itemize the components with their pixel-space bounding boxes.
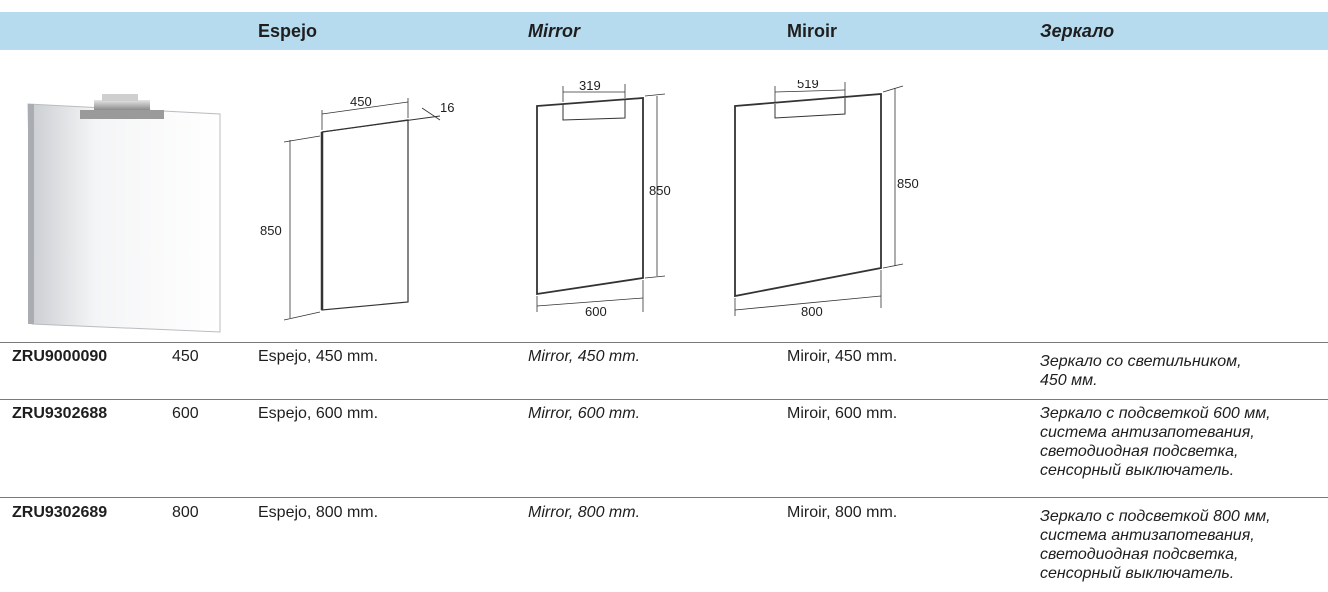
- desc-fr: Miroir, 800 mm.: [787, 504, 898, 521]
- desc-ru: Зеркало с подсветкой 600 мм, система ант…: [1040, 404, 1328, 480]
- desc-ru-line: Зеркало с подсветкой 800 мм,: [1040, 508, 1271, 525]
- dim-600-top: 319: [579, 80, 601, 93]
- dim-450-width: 450: [350, 94, 372, 109]
- header-fr: Miroir: [787, 21, 838, 41]
- desc-ru-line: Зеркало со светильником,: [1040, 353, 1242, 370]
- desc-en: Mirror, 800 mm.: [528, 504, 641, 521]
- desc-ru-line: 450 мм.: [1040, 372, 1098, 389]
- header-en: Mirror: [528, 21, 581, 41]
- dim-800-bottom: 800: [801, 304, 823, 319]
- product-code: ZRU9000090: [12, 348, 108, 365]
- table-header: Espejo Mirror Miroir Зеркало: [0, 12, 1328, 50]
- desc-ru-line: Зеркало с подсветкой 600 мм,: [1040, 405, 1271, 422]
- desc-ru-line: система антизапотевания,: [1040, 527, 1255, 544]
- product-code: ZRU9302689: [12, 504, 108, 521]
- dim-800-height: 850: [897, 176, 919, 191]
- dim-600-height: 850: [649, 183, 671, 198]
- dim-800-top: 519: [797, 80, 819, 91]
- row-separator: [0, 497, 1328, 498]
- desc-ru-line: светодиодная подсветка,: [1040, 546, 1239, 563]
- desc-fr: Miroir, 600 mm.: [787, 405, 898, 422]
- desc-en: Mirror, 450 mm.: [528, 348, 641, 365]
- dim-450-height: 850: [260, 223, 282, 238]
- desc-ru-line: сенсорный выключатель.: [1040, 565, 1235, 582]
- product-size: 600: [172, 405, 199, 422]
- desc-es: Espejo, 600 mm.: [258, 405, 379, 422]
- header-es: Espejo: [258, 21, 318, 41]
- drawing-450: 450 16 850: [260, 94, 454, 321]
- desc-ru-line: сенсорный выключатель.: [1040, 462, 1235, 479]
- desc-ru: Зеркало со светильником, 450 мм.: [1040, 352, 1328, 390]
- drawing-800: 519 850 800: [734, 80, 919, 319]
- desc-es: Espejo, 800 mm.: [258, 504, 379, 521]
- desc-ru-line: светодиодная подсветка,: [1040, 443, 1239, 460]
- row-separator: [0, 399, 1328, 400]
- desc-fr: Miroir, 450 mm.: [787, 348, 898, 365]
- desc-ru: Зеркало с подсветкой 800 мм, система ант…: [1040, 507, 1328, 583]
- product-photo: [27, 94, 221, 333]
- desc-es: Espejo, 450 mm.: [258, 348, 379, 365]
- desc-en: Mirror, 600 mm.: [528, 405, 641, 422]
- desc-ru-line: система антизапотевания,: [1040, 424, 1255, 441]
- dim-600-bottom: 600: [585, 304, 607, 319]
- product-size: 800: [172, 504, 199, 521]
- dim-450-depth: 16: [440, 100, 454, 115]
- row-separator: [0, 342, 1328, 343]
- drawing-600: 319 850 600: [536, 80, 671, 319]
- product-code: ZRU9302688: [12, 405, 108, 422]
- product-size: 450: [172, 348, 199, 365]
- header-ru: Зеркало: [1040, 21, 1115, 41]
